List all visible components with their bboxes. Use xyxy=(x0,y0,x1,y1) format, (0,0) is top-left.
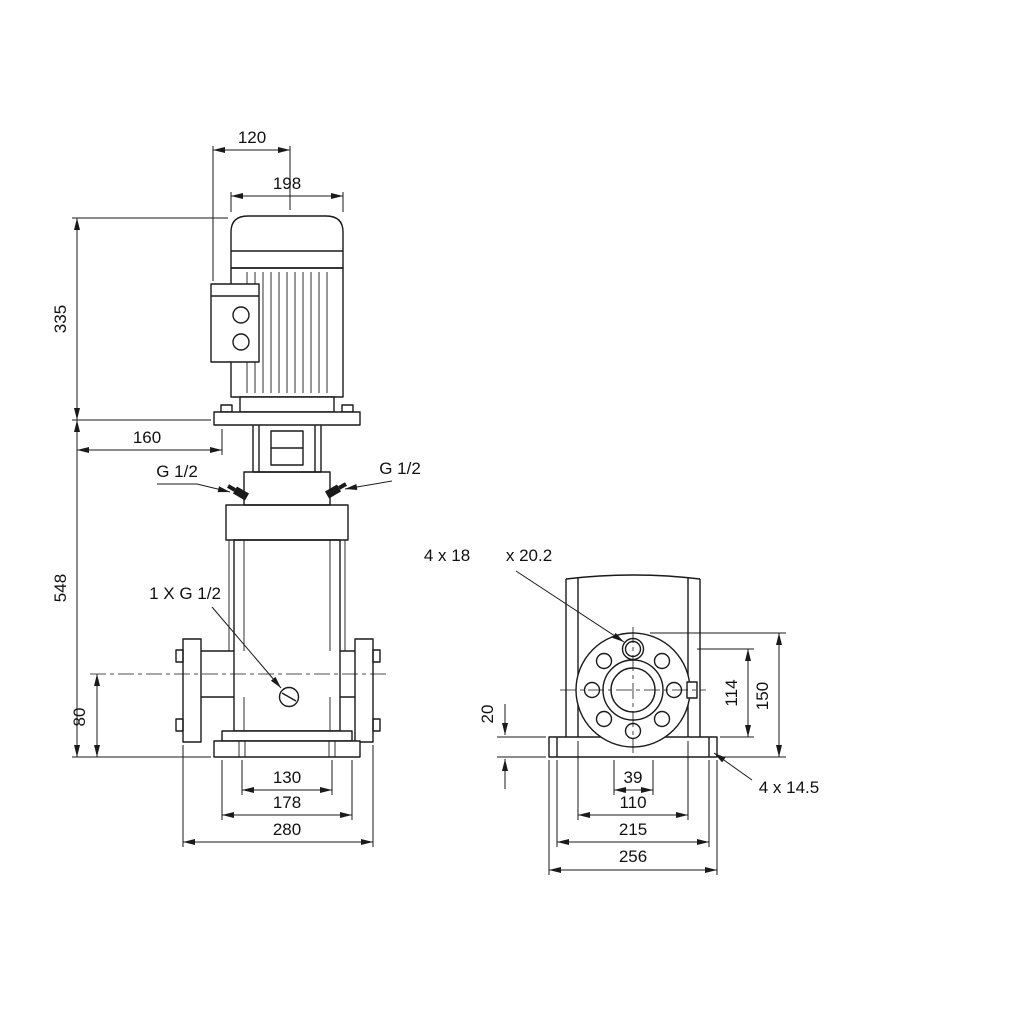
flange-hole-note: 4 x 18 xyxy=(424,546,470,565)
front-dimensions: 120 198 335 548 160 80 G 1/2 G 1/2 xyxy=(51,128,421,847)
cable-entry-hole xyxy=(232,333,250,351)
port-flange-face xyxy=(560,627,706,753)
ext-lines-256 xyxy=(548,760,718,875)
leader-drain xyxy=(211,606,282,689)
flange-bolt xyxy=(372,649,381,663)
port-right-label: G 1/2 xyxy=(379,459,421,478)
dim-215-label: 215 xyxy=(619,820,647,839)
port-pipe-left xyxy=(201,650,234,698)
flange-bolt xyxy=(175,718,184,732)
front-view: 120 198 335 548 160 80 G 1/2 G 1/2 xyxy=(51,128,421,847)
dim-280-label: 280 xyxy=(273,820,301,839)
vent-plug-left xyxy=(232,486,250,501)
bolt-hole xyxy=(653,652,671,670)
ext-lines-120 xyxy=(212,146,291,281)
cable-entry-hole xyxy=(232,306,250,324)
port-pipe-right xyxy=(340,650,355,698)
motor-fan-cover xyxy=(230,215,344,269)
bolt-hole xyxy=(653,710,671,728)
ext-lines-20 xyxy=(497,736,546,758)
base xyxy=(213,730,361,758)
ext-lines-178 xyxy=(221,760,353,820)
dim-160-label: 160 xyxy=(133,428,161,447)
ext-lines-110 xyxy=(577,741,689,820)
dim-178-label: 178 xyxy=(273,793,301,812)
ext-lines-heights xyxy=(72,217,228,758)
dim-120-label: 120 xyxy=(238,128,266,147)
flange-bolt xyxy=(175,649,184,663)
flange-right xyxy=(354,638,374,743)
ext-lines-198 xyxy=(230,192,344,212)
terminal-box xyxy=(210,283,260,363)
side-dimensions: 4 x 18 x 20.2 20 114 150 39 110 xyxy=(424,546,819,875)
ext-lines-150 xyxy=(650,632,786,758)
port-left-label: G 1/2 xyxy=(156,462,198,481)
coupling-section xyxy=(252,425,322,473)
pump-head-lower xyxy=(225,504,349,541)
pump-head-upper xyxy=(243,471,331,506)
dim-150-label: 150 xyxy=(753,682,772,710)
pump-head xyxy=(225,471,349,541)
side-view: 4 x 18 x 20.2 20 114 150 39 110 xyxy=(424,546,819,875)
flange-bolt xyxy=(372,718,381,732)
leader-base-hole xyxy=(713,752,753,781)
base-anchor-holes xyxy=(238,741,336,757)
dim-110-label: 110 xyxy=(619,793,646,812)
flange-counterbore-note: x 20.2 xyxy=(506,546,552,565)
terminal-box-body xyxy=(210,283,260,363)
flange-left xyxy=(182,638,202,743)
ext-lines-215 xyxy=(556,760,710,847)
pump-column xyxy=(565,574,701,737)
ports xyxy=(90,638,386,743)
dim-548-label: 548 xyxy=(51,574,70,602)
dim-198-label: 198 xyxy=(273,174,301,193)
drain-port-label: 1 X G 1/2 xyxy=(149,584,221,603)
dim-335-label: 335 xyxy=(51,305,70,333)
dim-256-label: 256 xyxy=(619,847,647,866)
vent-plug-right xyxy=(324,484,342,499)
drain-plug-slot xyxy=(281,692,297,702)
flange-bolt xyxy=(341,404,354,413)
dim-114-label: 114 xyxy=(722,679,741,706)
dim-130-label: 130 xyxy=(273,768,301,787)
bolt-hole xyxy=(595,652,613,670)
flange-bolt xyxy=(220,404,233,413)
drain-plug xyxy=(278,686,300,708)
leader-port-right xyxy=(344,480,393,490)
base-upper-plate xyxy=(221,730,353,742)
dim-39-label: 39 xyxy=(624,768,643,787)
dim-80-label: 80 xyxy=(70,708,89,727)
baseplate-end-steps xyxy=(556,737,710,757)
dim-20-label: 20 xyxy=(478,705,497,724)
vent-plug-right-tip xyxy=(338,482,347,490)
base-hole-note: 4 x 14.5 xyxy=(759,778,820,797)
flange-centerlines xyxy=(560,627,706,753)
base-lower-plate xyxy=(213,740,361,758)
staybolts xyxy=(228,540,346,731)
leader-port-left xyxy=(157,483,231,493)
bolt-hole xyxy=(595,710,613,728)
vent-plug-left-tip xyxy=(227,484,236,492)
ext-lines-280 xyxy=(182,745,374,847)
coupling-housing xyxy=(252,425,322,472)
motor-stool-flange xyxy=(213,411,361,426)
motor-neck xyxy=(239,396,335,413)
leader-bolt-hole xyxy=(515,570,625,643)
